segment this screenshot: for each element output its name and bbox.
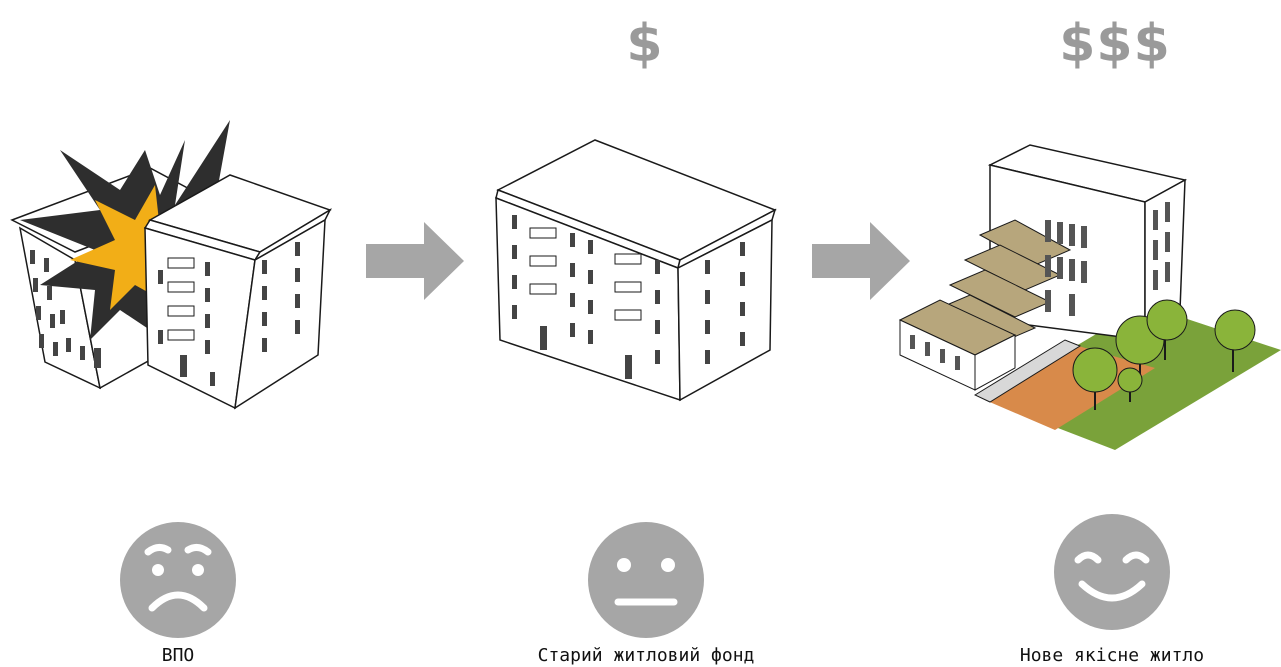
happy-face-icon [1054,514,1170,630]
new-building-illustration [898,144,1281,450]
arrow-right-icon [366,222,464,300]
caption-idp: ВПО [161,645,195,666]
price-label-old-stock: $ [626,14,664,74]
sad-face-icon [120,522,236,638]
tree-icons [1072,299,1256,410]
caption-new-quality-housing: Нове якісне житло [1019,645,1205,666]
damaged-building-illustration [10,120,332,410]
caption-old-housing-stock: Старий житловий фонд [537,645,755,666]
neutral-face-icon [588,522,704,638]
old-building-illustration [495,139,777,402]
price-label-new-housing: $$$ [1059,14,1171,74]
arrow-right-icon [812,222,910,300]
